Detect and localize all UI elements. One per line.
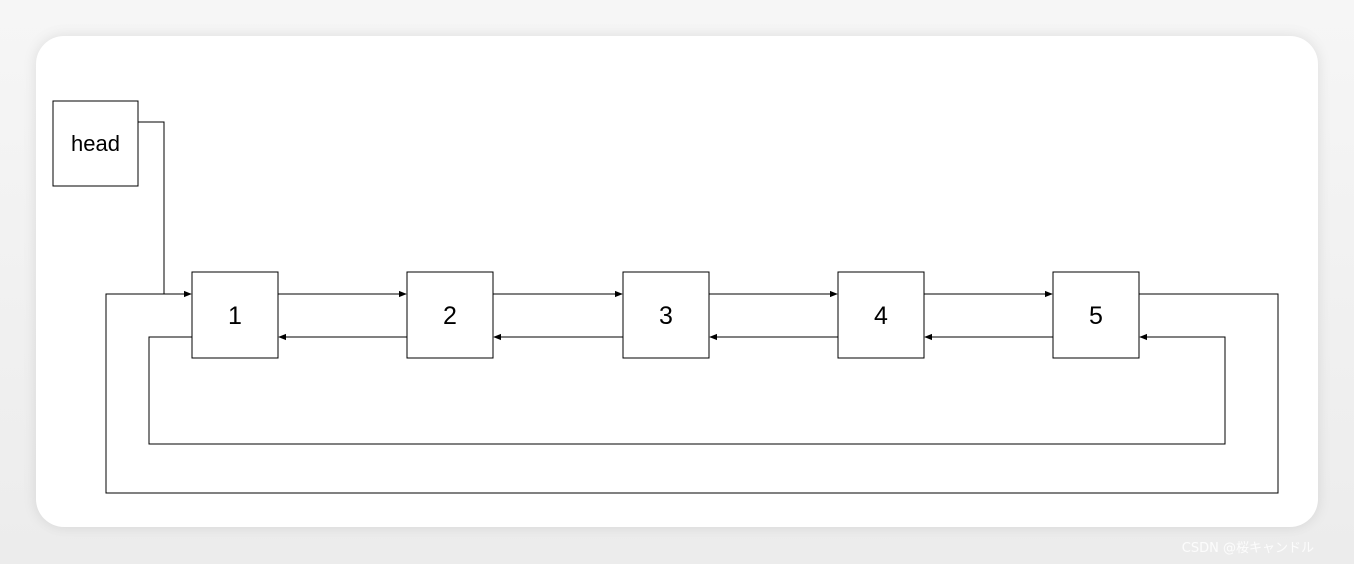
- node-1-label: 1: [228, 302, 242, 330]
- head-pointer-line: [138, 121, 165, 294]
- node-2: 2: [406, 271, 494, 359]
- node-4-label: 4: [874, 302, 888, 330]
- head-box: [52, 100, 139, 187]
- head-label: head: [71, 131, 120, 156]
- node-3: 3: [622, 271, 710, 359]
- watermark: CSDN @桜キャンドル: [1181, 541, 1314, 556]
- node-2-box: [406, 271, 494, 359]
- wraparound-prev-1-to-5: [148, 333, 1226, 445]
- node-4-box: [837, 271, 925, 359]
- wraparound-next-5-to-1: [105, 290, 1279, 494]
- node-2-label: 2: [443, 302, 457, 330]
- node-1: 1: [191, 271, 279, 359]
- node-1-box: [191, 271, 279, 359]
- node-3-box: [622, 271, 710, 359]
- node-3-label: 3: [659, 302, 673, 330]
- node-4: 4: [837, 271, 925, 359]
- node-5-box: [1052, 271, 1140, 359]
- node-5: 5: [1052, 271, 1140, 359]
- node-5-label: 5: [1089, 302, 1103, 330]
